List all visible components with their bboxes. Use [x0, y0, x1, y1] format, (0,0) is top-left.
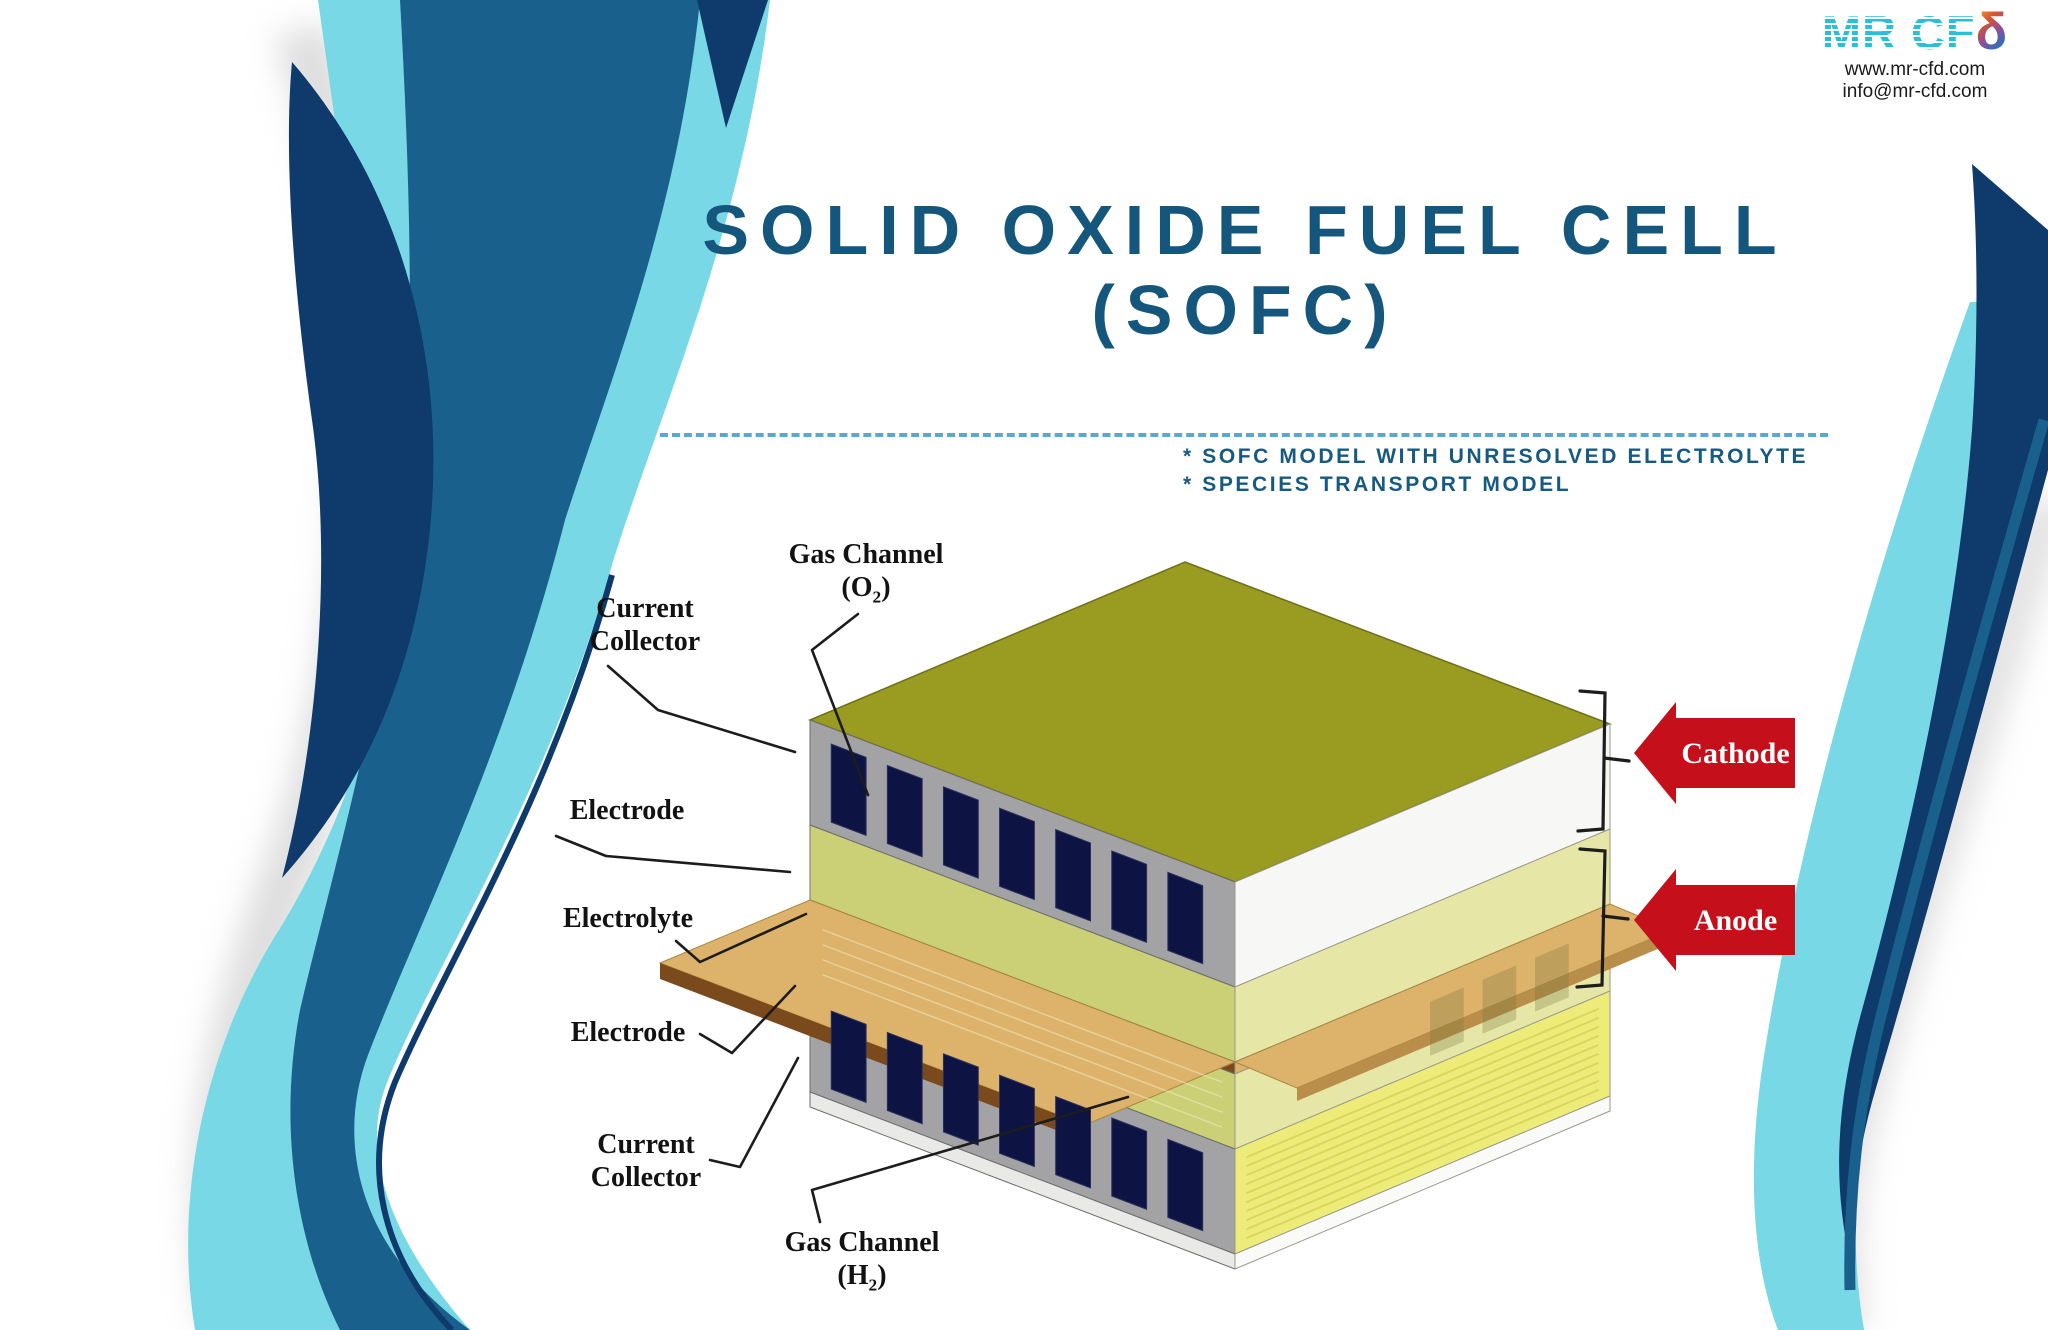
- gas-channel-opening: [886, 764, 923, 858]
- current-collector-bottom-line2: Collector: [590, 1162, 702, 1193]
- anode-arrow: [1634, 869, 1795, 971]
- logo-email: info@mr-cfd.com: [1842, 81, 1988, 102]
- cathode-arrow-label: Cathode: [1681, 737, 1790, 770]
- gas-channel-openings: [822, 743, 1600, 1240]
- gas-channel-opening: [942, 1053, 979, 1146]
- leader-electrode-bottom: [698, 984, 797, 1055]
- note-line-1: * SOFC MODEL WITH UNRESOLVED ELECTROLYTE: [1183, 445, 1809, 468]
- gas-channel-opening: [1167, 871, 1204, 965]
- leader-electrolyte: [674, 912, 808, 964]
- gas-channel-o2-formula: (O: [841, 572, 873, 603]
- layer-brackets: [1575, 689, 1631, 989]
- surface-stripe: [1245, 1052, 1600, 1204]
- gas-channel-opening: [830, 1010, 867, 1104]
- model-notes: * SOFC MODEL WITH UNRESOLVED ELECTROLYTE…: [1183, 443, 1808, 499]
- gas-channel-opening: [1055, 1095, 1091, 1189]
- gas-channel-h2-formula: (H: [837, 1260, 869, 1291]
- leader-gas-channel-o2: [810, 612, 870, 797]
- stack-base-right: [1234, 1095, 1611, 1270]
- logo-wordmark: MR CFδ: [1790, 6, 2040, 59]
- page-title: SOLID OXIDE FUEL CELL (SOFC): [640, 190, 1850, 350]
- page-title-line1: SOLID OXIDE FUEL CELL: [702, 191, 1788, 269]
- current-collector-bottom-line1: Current: [597, 1129, 695, 1160]
- delta-icon: δ: [1975, 3, 2009, 61]
- cathode-bracket: [1576, 689, 1631, 833]
- gas-channel-opening: [1535, 943, 1569, 1012]
- anode-bracket: [1575, 847, 1630, 989]
- logo-brand-text: MR CF: [1821, 6, 1976, 59]
- page-title-line2: (SOFC): [1091, 271, 1399, 349]
- anode-arrow-label: Anode: [1693, 904, 1778, 937]
- gas-channel-opening: [886, 1031, 923, 1125]
- gas-channel-opening: [999, 1074, 1035, 1168]
- surface-stripe: [1245, 1079, 1600, 1231]
- surface-stripe: [1245, 1070, 1600, 1222]
- left-ribbon-decoration: [188, 0, 770, 1330]
- leader-electrode-top: [554, 834, 792, 874]
- label-electrode-top: Electrode: [569, 795, 685, 826]
- title-underline-dashed: [660, 433, 1828, 437]
- left-ribbon-navy-crescent: [282, 62, 434, 878]
- right-ribbon-blue-edge: [1844, 418, 2048, 1291]
- surface-stripe: [822, 944, 1223, 1098]
- gas-channel-opening: [942, 786, 979, 879]
- label-gas-channel-h2: Gas Channel (H2): [785, 1226, 940, 1302]
- leader-current-collector-top: [606, 664, 797, 754]
- label-current-collector-bottom: Current Collector: [591, 1128, 701, 1194]
- label-electrode-bottom: Electrode: [570, 1017, 686, 1048]
- note-line-2: * SPECIES TRANSPORT MODEL: [1183, 473, 1572, 496]
- left-ribbon-blue: [290, 0, 700, 1330]
- gas-channel-h2-sub: 2: [868, 1275, 878, 1295]
- gas-channel-opening: [1055, 828, 1091, 922]
- surface-stripe: [1245, 1043, 1600, 1195]
- mr-cfd-logo: MR CFδ www.mr-cfd.com info@mr-cfd.com: [1790, 6, 2040, 103]
- surface-stripe: [822, 929, 1223, 1083]
- label-current-collector-top: Current Collector: [590, 592, 700, 658]
- surface-stripe: [1245, 1016, 1600, 1168]
- gas-channel-opening: [1430, 987, 1464, 1056]
- surface-stripe: [1245, 1007, 1600, 1159]
- surface-stripe: [1245, 1025, 1600, 1177]
- gas-channel-opening: [1111, 850, 1148, 944]
- cathode-arrow: [1634, 702, 1795, 804]
- surface-stripe: [822, 974, 1223, 1128]
- surface-stripe: [1245, 1061, 1600, 1213]
- surface-stripe: [1245, 1088, 1600, 1240]
- current-collector-top-line2: Collector: [589, 626, 701, 657]
- gas-channel-o2-close: ): [881, 572, 891, 603]
- left-ribbon-navy-wedge: [697, 0, 768, 128]
- electrode-arrows: [1634, 702, 1795, 971]
- current-collector-top-line1: Current: [596, 593, 694, 624]
- electrolyte-sheet-edge-right: [1297, 930, 1672, 1101]
- leader-gas-channel-h2: [810, 1095, 1130, 1224]
- gas-channel-h2-text: Gas Channel: [784, 1227, 940, 1258]
- logo-website: www.mr-cfd.com: [1844, 59, 1986, 80]
- gas-channel-opening: [1111, 1117, 1148, 1211]
- gas-channel-opening: [999, 807, 1035, 901]
- gas-channel-opening: [1482, 965, 1517, 1034]
- left-ribbon-navy-edge-line: [376, 574, 615, 1330]
- gas-channel-o2-text: Gas Channel: [788, 539, 944, 570]
- label-leader-lines: [554, 612, 1130, 1224]
- gas-channel-o2-sub: 2: [872, 587, 882, 607]
- gas-channel-opening: [830, 743, 867, 837]
- right-ribbon-decoration: [1753, 164, 2048, 1330]
- label-gas-channel-o2: Gas Channel (O2): [789, 538, 944, 614]
- gas-channel-h2-close: ): [877, 1260, 887, 1291]
- gas-channel-opening: [1167, 1138, 1204, 1232]
- surface-stripe: [822, 959, 1223, 1113]
- surface-stripe: [1245, 1034, 1600, 1186]
- leader-current-collector-bottom: [708, 1056, 800, 1169]
- label-electrolyte: Electrolyte: [562, 903, 694, 934]
